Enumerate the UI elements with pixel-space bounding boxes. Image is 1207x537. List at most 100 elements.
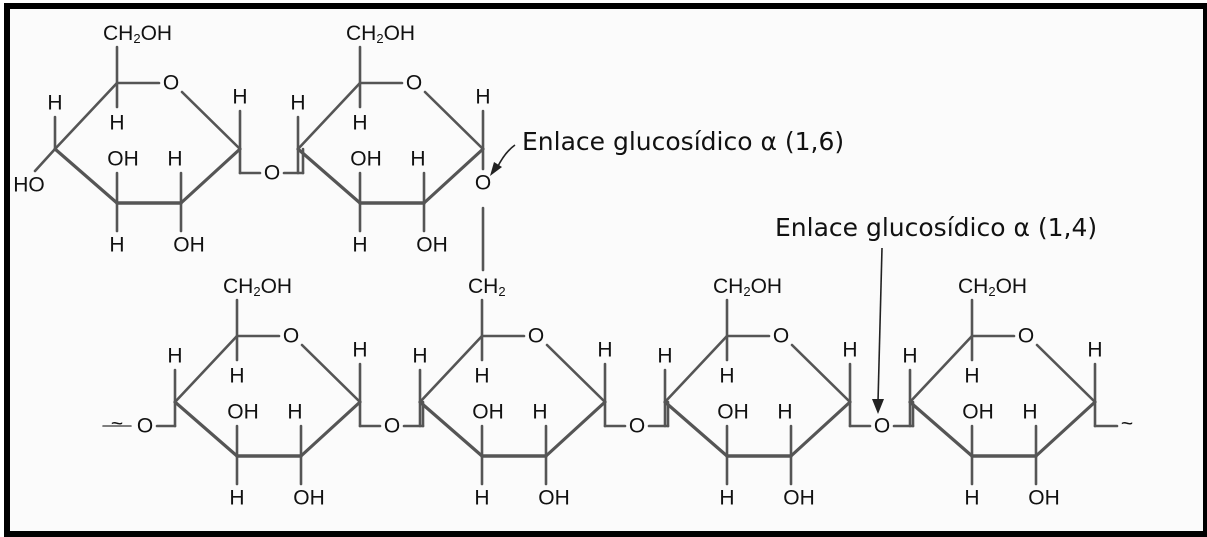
ring-2-bond bbox=[423, 90, 485, 151]
ring-2-c5-hydrogen: H bbox=[352, 112, 367, 135]
ring-4-ch2-group: CH2 bbox=[468, 275, 506, 299]
annotations: Enlace glucosídico α (1,6) Enlace glucos… bbox=[522, 127, 1097, 242]
ring-5-c1-hydrogen: H bbox=[842, 339, 857, 362]
bond-16-arrow bbox=[496, 144, 516, 169]
ring-4-c2-hydrogen: H bbox=[532, 401, 547, 424]
ring-3-c5-hydrogen: H bbox=[229, 365, 244, 388]
ring-6-ch2oh-group: CH2OH bbox=[958, 275, 1027, 299]
ring-6-bond bbox=[908, 334, 974, 404]
ring-6-c2-hydrogen: H bbox=[1022, 401, 1037, 424]
ring-4-ring-oxygen: O bbox=[528, 325, 544, 348]
ring-3-bond bbox=[173, 334, 239, 404]
ring-4-c4-hydrogen: H bbox=[412, 345, 427, 368]
ring-6-bond bbox=[1034, 400, 1097, 458]
ring-4-bond bbox=[418, 334, 484, 404]
ring-5-c3-hydroxyl: OH bbox=[717, 401, 749, 424]
ring-3-bond bbox=[299, 400, 362, 458]
ring-2-ch2oh-group: CH2OH bbox=[346, 22, 415, 46]
ring-1-bond bbox=[33, 147, 57, 173]
ring-3-bond bbox=[173, 400, 239, 458]
ring-2-bond bbox=[296, 81, 362, 151]
ring-2-c2-hydrogen: H bbox=[410, 148, 425, 171]
ring-4-c1-hydrogen: H bbox=[597, 339, 612, 362]
ring-5-c2-hydroxyl: OH bbox=[783, 487, 815, 510]
ring-3-glycosidic-oxygen: O bbox=[384, 415, 400, 438]
ring-1-c3-hydrogen: H bbox=[109, 234, 124, 257]
ring-5-c5-hydrogen: H bbox=[719, 365, 734, 388]
ring-5-bond bbox=[789, 400, 852, 458]
ring-4-bond bbox=[544, 400, 607, 458]
ring-5-ch2oh-group: CH2OH bbox=[713, 275, 782, 299]
ring-5-c2-hydrogen: H bbox=[777, 401, 792, 424]
ring-6-bond bbox=[1035, 343, 1097, 404]
ring-4-c5-hydrogen: H bbox=[474, 365, 489, 388]
ring-5-bond bbox=[663, 400, 729, 458]
ring-3-c2-hydrogen: H bbox=[287, 401, 302, 424]
ring-1-ring-oxygen: O bbox=[163, 72, 179, 95]
ring-2-ring-oxygen: O bbox=[406, 72, 422, 95]
ring-4-bond bbox=[545, 343, 607, 404]
ring-1-c2-hydroxyl: OH bbox=[173, 234, 205, 257]
ring-1-c3-hydroxyl: OH bbox=[107, 148, 139, 171]
ring-6-c3-hydrogen: H bbox=[964, 487, 979, 510]
ring-1-c5-hydrogen: H bbox=[109, 112, 124, 135]
ring-2-c4-hydrogen: H bbox=[290, 92, 305, 115]
ring-1-ch2oh-group: CH2OH bbox=[103, 22, 172, 46]
ring-1-c1-hydrogen: H bbox=[232, 86, 247, 109]
ring-3-c3-hydroxyl: OH bbox=[227, 401, 259, 424]
bond-16-label: Enlace glucosídico α (1,6) bbox=[522, 127, 844, 156]
ring-5-c4-hydrogen: H bbox=[657, 345, 672, 368]
ring-1-bond bbox=[53, 81, 119, 151]
ring-1-c4-hydrogen: H bbox=[47, 92, 62, 115]
ring-2-bond bbox=[422, 147, 485, 205]
ring-3-chain-end-left: ~ bbox=[111, 413, 123, 436]
ring-3-c3-hydrogen: H bbox=[229, 487, 244, 510]
ring-2-c3-hydroxyl: OH bbox=[350, 148, 382, 171]
ring-6-c1-hydrogen: H bbox=[1087, 339, 1102, 362]
ring-2-c1-hydrogen: H bbox=[475, 86, 490, 109]
diagram-frame bbox=[4, 3, 1207, 537]
ring-2-c2-hydroxyl: OH bbox=[416, 234, 448, 257]
ring-6-c4-hydrogen: H bbox=[902, 345, 917, 368]
ring-5-glycosidic-oxygen: O bbox=[874, 415, 890, 438]
ring-4-c3-hydrogen: H bbox=[474, 487, 489, 510]
ring-3-c4-oxygen: O bbox=[137, 415, 153, 438]
bond-16-arrow-head bbox=[490, 162, 502, 176]
ring-1-bond bbox=[53, 147, 119, 205]
ring-3-c2-hydroxyl: OH bbox=[293, 487, 325, 510]
ring-5-bond bbox=[790, 343, 852, 404]
ring-4-glycosidic-oxygen: O bbox=[629, 415, 645, 438]
ring-6-c2-hydroxyl: OH bbox=[1028, 487, 1060, 510]
ring-1-c4-hydroxyl: HO bbox=[13, 174, 45, 197]
bond-14-arrow-head bbox=[872, 399, 884, 414]
ring-6-chain-end-right: ~ bbox=[1121, 413, 1133, 436]
ring-3-ring-oxygen: O bbox=[283, 325, 299, 348]
ring-1-c2-hydrogen: H bbox=[167, 148, 182, 171]
ring-3-ch2oh-group: CH2OH bbox=[223, 275, 292, 299]
ring-6-c3-hydroxyl: OH bbox=[962, 401, 994, 424]
ring-3-bond bbox=[300, 343, 362, 404]
ring-6-bond bbox=[908, 400, 974, 458]
ring-4-c3-hydroxyl: OH bbox=[472, 401, 504, 424]
ring-3-c1-hydrogen: H bbox=[352, 339, 367, 362]
ring-2-glycosidic-oxygen-16: O bbox=[475, 172, 491, 195]
ring-6-ring-oxygen: O bbox=[1018, 325, 1034, 348]
ring-4-c2-hydroxyl: OH bbox=[538, 487, 570, 510]
ring-2-c3-hydrogen: H bbox=[352, 234, 367, 257]
bond-lines bbox=[33, 45, 1119, 486]
ring-1-glycosidic-oxygen: O bbox=[264, 162, 280, 185]
ring-1-bond bbox=[179, 147, 242, 205]
ring-1-bond bbox=[180, 90, 242, 151]
ring-5-bond bbox=[663, 334, 729, 404]
ring-6-c5-hydrogen: H bbox=[964, 365, 979, 388]
ring-2-bond bbox=[296, 147, 362, 205]
bond-14-arrow bbox=[877, 247, 883, 403]
ring-5-ring-oxygen: O bbox=[773, 325, 789, 348]
ring-3-c4-hydrogen: H bbox=[167, 345, 182, 368]
ring-5-c3-hydrogen: H bbox=[719, 487, 734, 510]
ring-4-bond bbox=[418, 400, 484, 458]
bond-14-label: Enlace glucosídico α (1,4) bbox=[775, 213, 1097, 242]
